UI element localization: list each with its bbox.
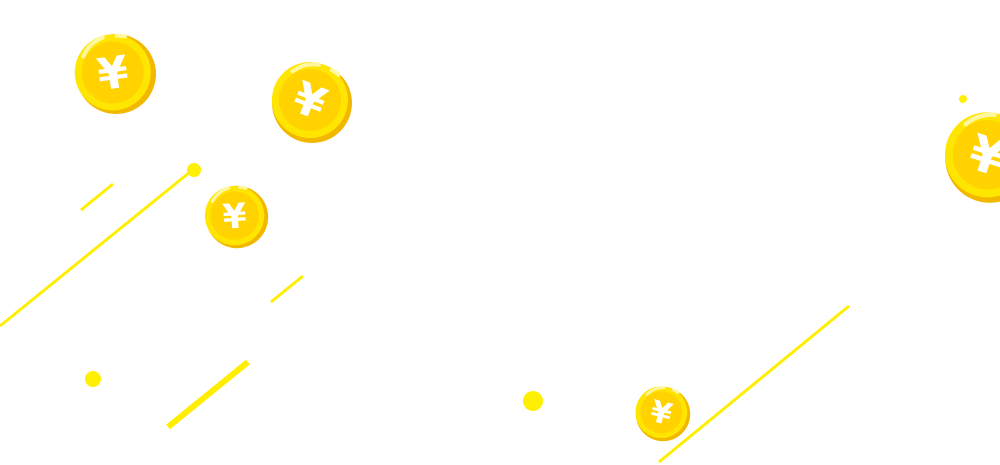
streak-line — [166, 359, 250, 430]
svg-text:¥: ¥ — [221, 196, 248, 238]
yen-coin-icon: ¥ — [67, 26, 164, 122]
yen-coin-icon: ¥ — [201, 182, 272, 252]
streak-line — [80, 182, 114, 212]
sparkle-dot — [85, 371, 101, 387]
yen-coin-icon: ¥ — [932, 101, 1000, 214]
streak-line — [270, 274, 304, 304]
sparkle-dot — [523, 391, 543, 411]
yen-coin-icon: ¥ — [628, 379, 698, 449]
streak-line — [0, 170, 191, 328]
streak-line — [658, 304, 850, 464]
svg-text:¥: ¥ — [94, 46, 132, 101]
sparkle-dot — [187, 163, 201, 177]
yen-coin-icon: ¥ — [257, 48, 367, 158]
sparkle-dot — [959, 95, 967, 103]
